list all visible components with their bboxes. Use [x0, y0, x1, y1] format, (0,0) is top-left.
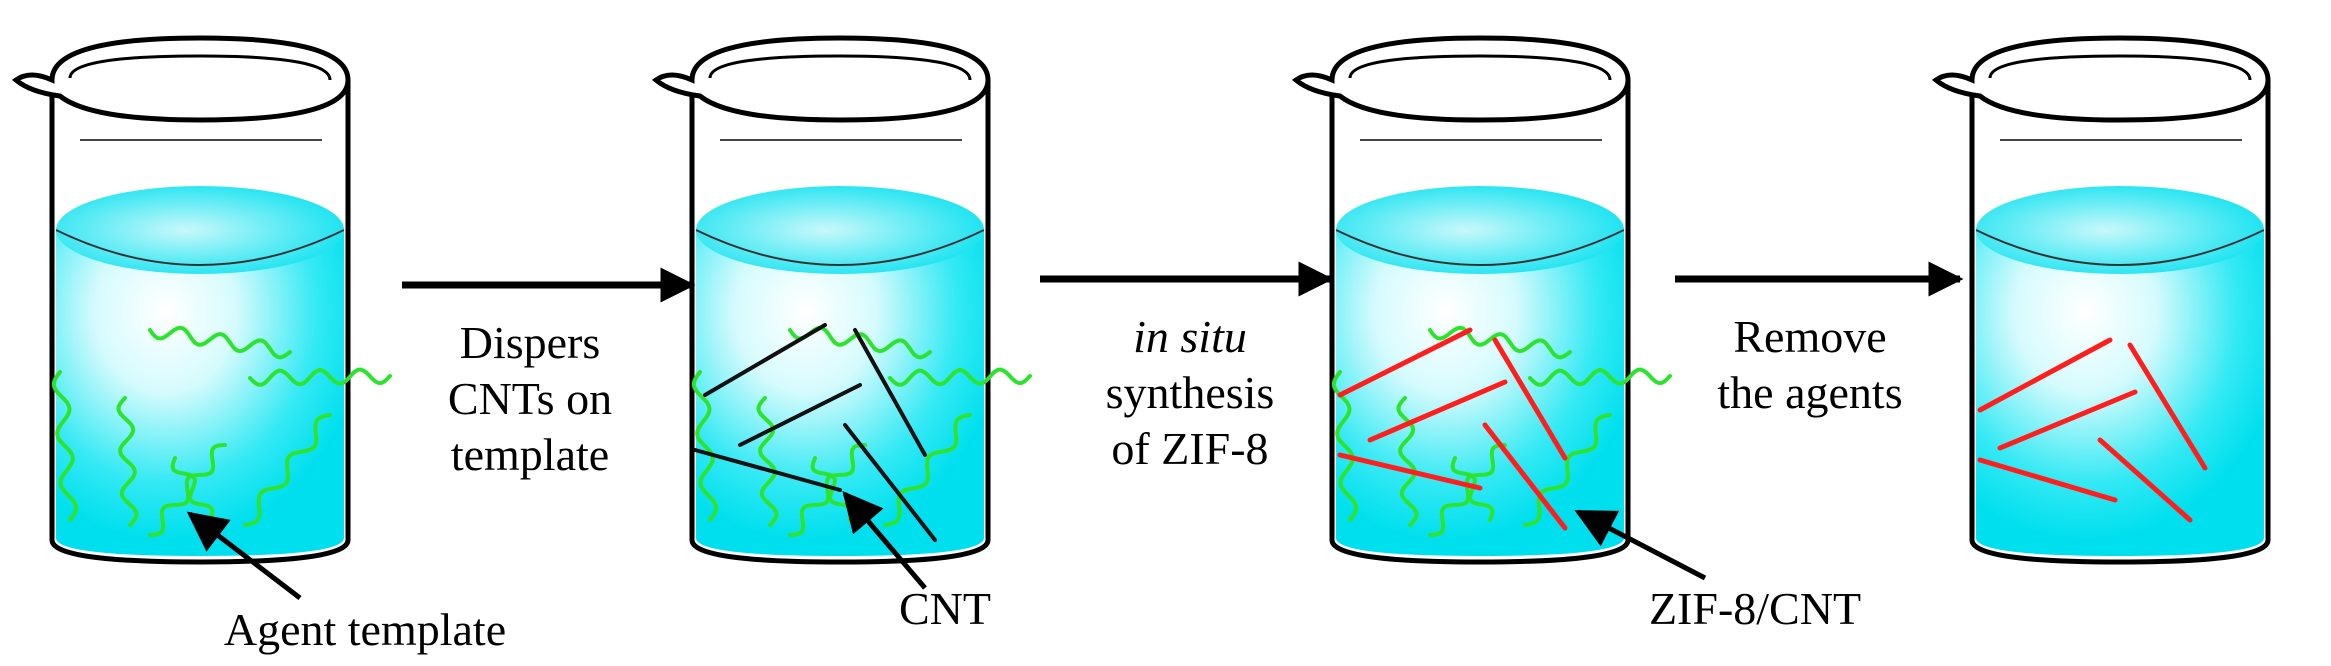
liquid-meniscus — [1975, 229, 2265, 266]
arrow-label-2: in situ synthesis of ZIF-8 — [1106, 311, 1275, 474]
liquid-surface — [1336, 186, 1624, 274]
arrow-label-2-line1: in situ — [1133, 311, 1247, 362]
beaker-rim-inner — [1988, 54, 2252, 81]
liquid-surface — [696, 186, 984, 274]
agent-template-strand — [691, 370, 719, 522]
zif-cnt-tube — [1977, 337, 2113, 413]
callout-arrow-agent — [186, 511, 302, 600]
beaker-liquid — [1976, 230, 2264, 556]
liquid-meniscus — [695, 229, 985, 266]
zif-cnt-tube — [1337, 327, 1473, 398]
liquid-surface — [56, 186, 344, 274]
agent-template-strand — [1428, 443, 1507, 537]
arrow-label-3: Remove the agents — [1717, 311, 1902, 418]
beaker-1 — [11, 35, 392, 565]
beaker-rim-inner — [68, 54, 332, 81]
callout-arrow-cnt — [842, 490, 927, 590]
agent-template-strand — [788, 443, 867, 537]
agent-template-strand — [243, 413, 332, 527]
arrow-label-3-line1: Remove — [1733, 311, 1886, 362]
arrow-label-1-line2: CNTs on — [448, 373, 612, 424]
callout-zif-cnt: ZIF-8/CNT — [1649, 583, 1861, 634]
agent-template-strand — [248, 367, 392, 387]
arrow-label-2-line2: synthesis — [1106, 367, 1275, 418]
arrow-label-2-line3: of ZIF-8 — [1111, 423, 1268, 474]
beaker-rim-inner — [1348, 54, 1612, 81]
cnt-tube — [693, 448, 842, 492]
liquid-meniscus — [1335, 229, 1625, 266]
callout-cnt: CNT — [899, 583, 991, 634]
agent-template-strand — [116, 396, 139, 527]
cnt-tube — [703, 323, 827, 397]
agent-template-strand — [148, 325, 292, 360]
zif-cnt-tube — [1367, 379, 1508, 443]
zif-cnt-tube — [2127, 342, 2208, 471]
liquid-meniscus — [55, 229, 345, 266]
beaker-rim-inner — [708, 54, 972, 81]
callout-arrow-zif-cnt — [1574, 509, 1707, 581]
zif-cnt-tube — [1492, 337, 1568, 461]
zif-cnt-tube — [1337, 452, 1483, 491]
arrow-label-1-line3: template — [451, 429, 609, 480]
callout-agent-template: Agent template — [224, 604, 506, 655]
beaker-2 — [651, 35, 1032, 565]
agent-template-strand — [1450, 456, 1495, 522]
arrow-label-1: Dispers CNTs on template — [448, 317, 612, 480]
cnt-tube — [738, 383, 862, 447]
arrow-label-1-line1: Dispers — [460, 317, 601, 368]
arrow-label-3-line2: the agents — [1717, 367, 1902, 418]
zif-cnt-tube — [1482, 422, 1568, 531]
agent-template-strand — [1428, 325, 1572, 360]
zif-cnt-tube — [1997, 389, 2138, 451]
agent-template-strand — [888, 367, 1032, 387]
cnt-tube — [843, 423, 937, 542]
agent-template-strand — [148, 443, 227, 537]
beaker-liquid — [56, 230, 344, 556]
beaker-3 — [1291, 35, 1672, 565]
agent-template-strand — [51, 370, 79, 522]
liquid-surface — [1976, 186, 2264, 274]
agent-template-strand — [883, 413, 972, 527]
cnt-tube — [853, 328, 927, 457]
agent-template-strand — [1523, 413, 1612, 527]
zif-cnt-tube — [2097, 437, 2193, 523]
agent-template-strand — [170, 456, 215, 522]
agent-template-strand — [1528, 367, 1672, 387]
agent-template-strand — [756, 396, 779, 527]
zif-cnt-tube — [1977, 457, 2118, 503]
agent-template-strand — [1396, 396, 1419, 527]
beaker-4 — [1931, 35, 2271, 565]
